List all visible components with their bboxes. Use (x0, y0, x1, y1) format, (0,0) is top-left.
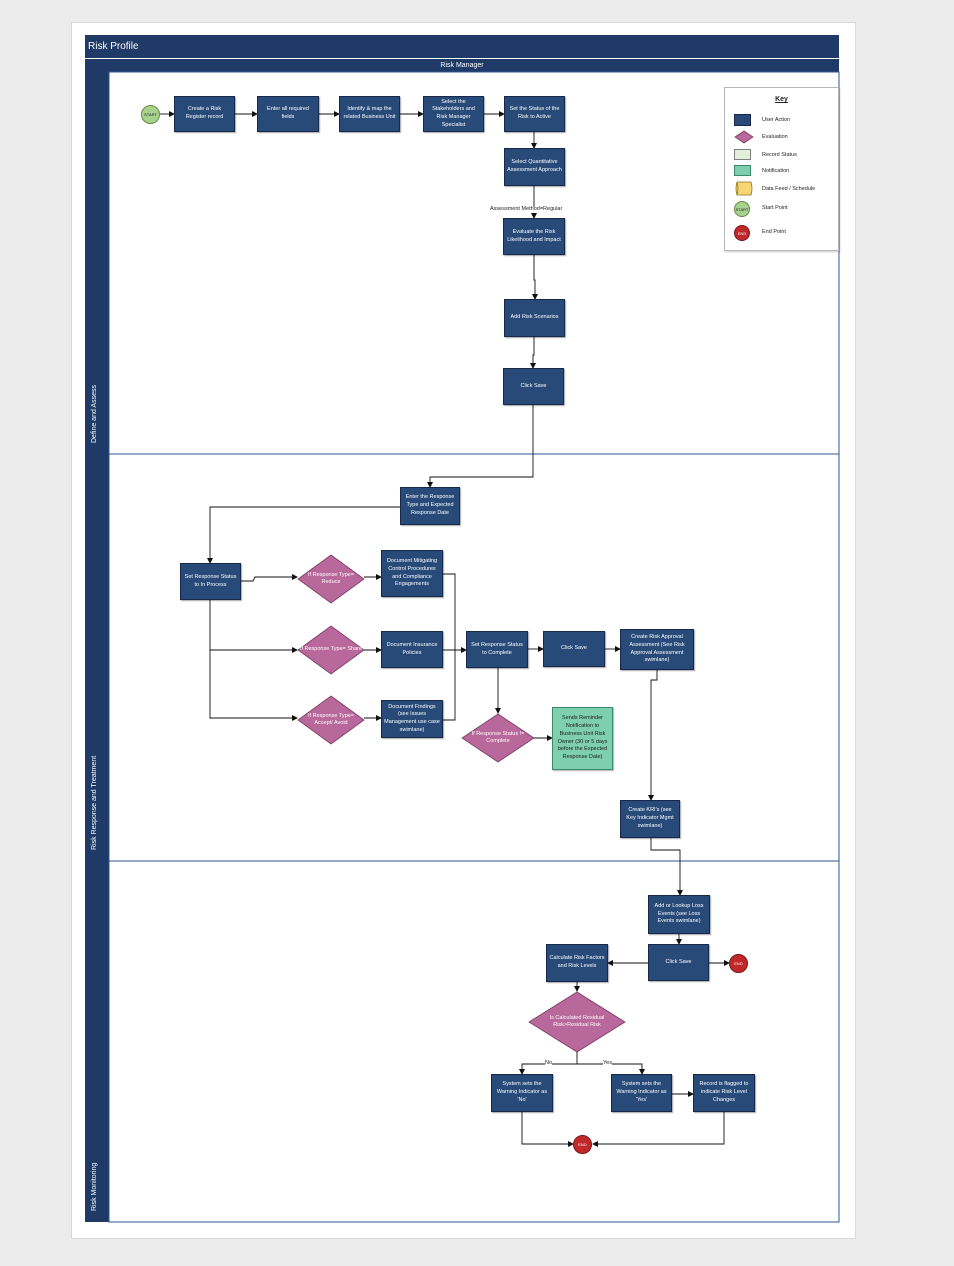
legend-notification-swatch (734, 165, 751, 176)
edge-inprocess-reduce (241, 574, 298, 582)
start-node: START (141, 105, 160, 124)
end-node-2: END (573, 1135, 592, 1154)
edge-approval-kri (648, 670, 658, 801)
edge-scenarios-save (530, 337, 536, 369)
lane-risk-monitoring: Risk Monitoring (85, 861, 109, 1222)
decision-is-residual: Is Calculated Residual Risk>Residual Ris… (549, 1014, 605, 1028)
node-set-in-process: Set Response Status to In Process (180, 563, 241, 600)
legend-user-action-label: User Action (762, 117, 791, 123)
legend-evaluation-swatch (734, 130, 754, 144)
node-warn-no: System sets the Warning Indicator as 'No… (491, 1074, 553, 1112)
diamond-if-accept (297, 695, 365, 745)
role-header: Risk Manager (85, 58, 839, 72)
legend-start-label: Start Point (762, 205, 788, 211)
node-create-risk: Create a Risk Register record (174, 96, 235, 132)
legend-user-action-swatch (734, 114, 751, 126)
node-enter-response: Enter the Response Type and Expected Res… (400, 487, 460, 525)
label-no: No (545, 1060, 553, 1067)
edge-no-end (521, 1112, 574, 1147)
node-set-active: Set the Status of the Risk to Active (504, 96, 565, 132)
legend-record-status-swatch (734, 149, 751, 160)
node-select-stakeholders: Select the Stakeholders and Risk Manager… (423, 96, 484, 132)
edge-response-inprocess (207, 506, 400, 564)
edge-residual-yes (577, 1063, 645, 1075)
diamond-if-share (297, 625, 365, 675)
lane-borders (108, 71, 840, 1223)
diamond-if-not-complete (461, 713, 535, 763)
legend-title: Key (775, 96, 788, 103)
node-create-approval: Create Risk Approval Assessment (See Ris… (620, 629, 694, 670)
node-calc-factors: Calculate Risk Factors and Risk Levels (546, 944, 608, 982)
connectors (160, 111, 730, 1147)
label-assessment-method: Assessment Method=Regular (490, 206, 563, 213)
end-node-1: END (729, 954, 748, 973)
node-flagged: Record is flagged to indicate Risk Level… (693, 1074, 755, 1112)
node-add-loss: Add or Lookup Loss Events (see Loss Even… (648, 895, 710, 934)
legend-data-feed-swatch (735, 181, 753, 196)
edge-evaluate-scenarios (532, 255, 538, 300)
decision-if-accept: If Response Type= Accept/ Avoid (308, 712, 354, 726)
node-click-save-2: Click Save (543, 631, 605, 667)
node-add-scenarios: Add Risk Scenarios (504, 299, 565, 337)
node-doc-mitigating: Document Mitigating Control Procedures a… (381, 550, 443, 597)
lane-define-assess: Define and Assess (85, 72, 109, 454)
edge-save-response (427, 405, 534, 488)
lane-outline (108, 71, 840, 1223)
legend-end-swatch: END (734, 225, 750, 241)
edge-docs-merge (443, 573, 456, 721)
node-set-complete: Set Response Status to Complete (466, 631, 528, 668)
node-enter-fields: Enter all required fields (257, 96, 319, 132)
notification-reminder: Sends Reminder Notification to Business … (552, 707, 613, 770)
legend-key: Key User Action Evaluation Record Status… (724, 87, 839, 251)
decision-shapes (297, 554, 626, 1053)
legend-evaluation-label: Evaluation (762, 134, 788, 140)
diagram-title: Risk Profile (85, 35, 839, 58)
node-select-quant: Select Quantitative Assessment Approach (504, 148, 565, 186)
legend-start-swatch: START (734, 201, 750, 217)
legend-end-label: End Point (762, 229, 786, 235)
node-click-save-1: Click Save (503, 368, 564, 405)
node-warn-yes: System sets the Warning Indicator as 'Ye… (611, 1074, 672, 1112)
edge-inprocess-share (209, 600, 298, 653)
node-identify-bu: Identify & map the related Business Unit (339, 96, 400, 132)
lane-risk-response: Risk Response and Treatment (85, 454, 109, 861)
node-evaluate: Evaluate the Risk Likelihood and Impact (503, 218, 565, 255)
node-doc-insurance: Document Insurance Policies (381, 631, 443, 668)
legend-record-status-label: Record Status (762, 152, 797, 158)
node-click-save-3: Click Save (648, 944, 709, 981)
node-create-kri: Create KRI's (see Key Indicator Mgmt swi… (620, 800, 680, 838)
decision-if-reduce: If Response Type= Reduce (308, 571, 354, 585)
decision-if-not-complete: If Response Status != Complete (471, 730, 525, 744)
legend-data-feed-label: Data Feed / Schedule (762, 186, 816, 192)
edge-flagged-end (592, 1112, 725, 1147)
label-yes: Yes (603, 1060, 612, 1067)
edge-inprocess-accept (209, 650, 298, 721)
node-doc-findings: Document Findings (see Issues Management… (381, 700, 443, 738)
diamond-if-reduce (297, 554, 365, 604)
decision-if-share: If Response Type= Share (299, 646, 363, 653)
legend-notification-label: Notification (762, 168, 790, 174)
edge-kri-loss (650, 838, 683, 896)
